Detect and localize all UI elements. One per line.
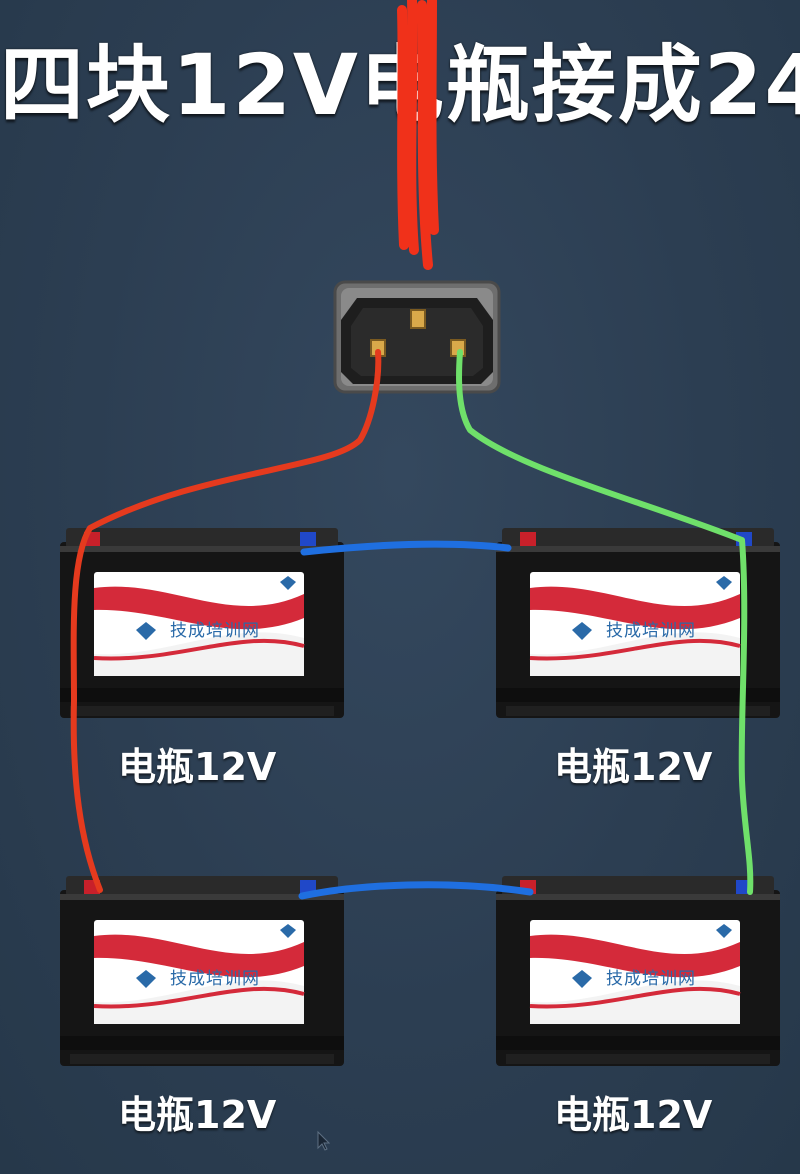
battery-caption-bottom-left: 电瓶12V — [118, 1093, 277, 1137]
battery-brand-label: 技成培训网 — [170, 969, 260, 989]
battery-brand-label: 技成培训网 — [606, 969, 696, 989]
battery-bottom-right: 技成培训网 — [496, 876, 780, 1076]
battery-bottom-left: 技成培训网 — [60, 876, 344, 1076]
series-link-top — [300, 540, 512, 556]
battery-brand-label: 技成培训网 — [170, 621, 260, 641]
mouse-cursor-icon — [317, 1130, 330, 1151]
battery-brand-label: 技成培训网 — [606, 621, 696, 641]
battery-caption-top-left: 电瓶12V — [118, 745, 277, 789]
battery-graphic — [496, 876, 780, 1066]
diamond-logo-icon — [716, 924, 732, 938]
diamond-logo-icon — [280, 924, 296, 938]
battery-graphic — [60, 528, 344, 718]
diamond-logo-icon — [280, 576, 296, 590]
diamond-logo-icon — [716, 576, 732, 590]
negative-wire — [456, 349, 754, 895]
battery-caption-bottom-right: 电瓶12V — [554, 1093, 713, 1137]
battery-graphic — [60, 876, 344, 1066]
battery-graphic — [496, 528, 780, 718]
battery-top-left: 技成培训网 — [60, 528, 344, 728]
battery-caption-top-right: 电瓶12V — [554, 745, 713, 789]
series-link-bottom — [298, 881, 534, 900]
battery-top-right: 技成培训网 — [496, 528, 780, 728]
positive-wire — [70, 349, 382, 893]
top-scribble-wire — [397, 0, 439, 270]
